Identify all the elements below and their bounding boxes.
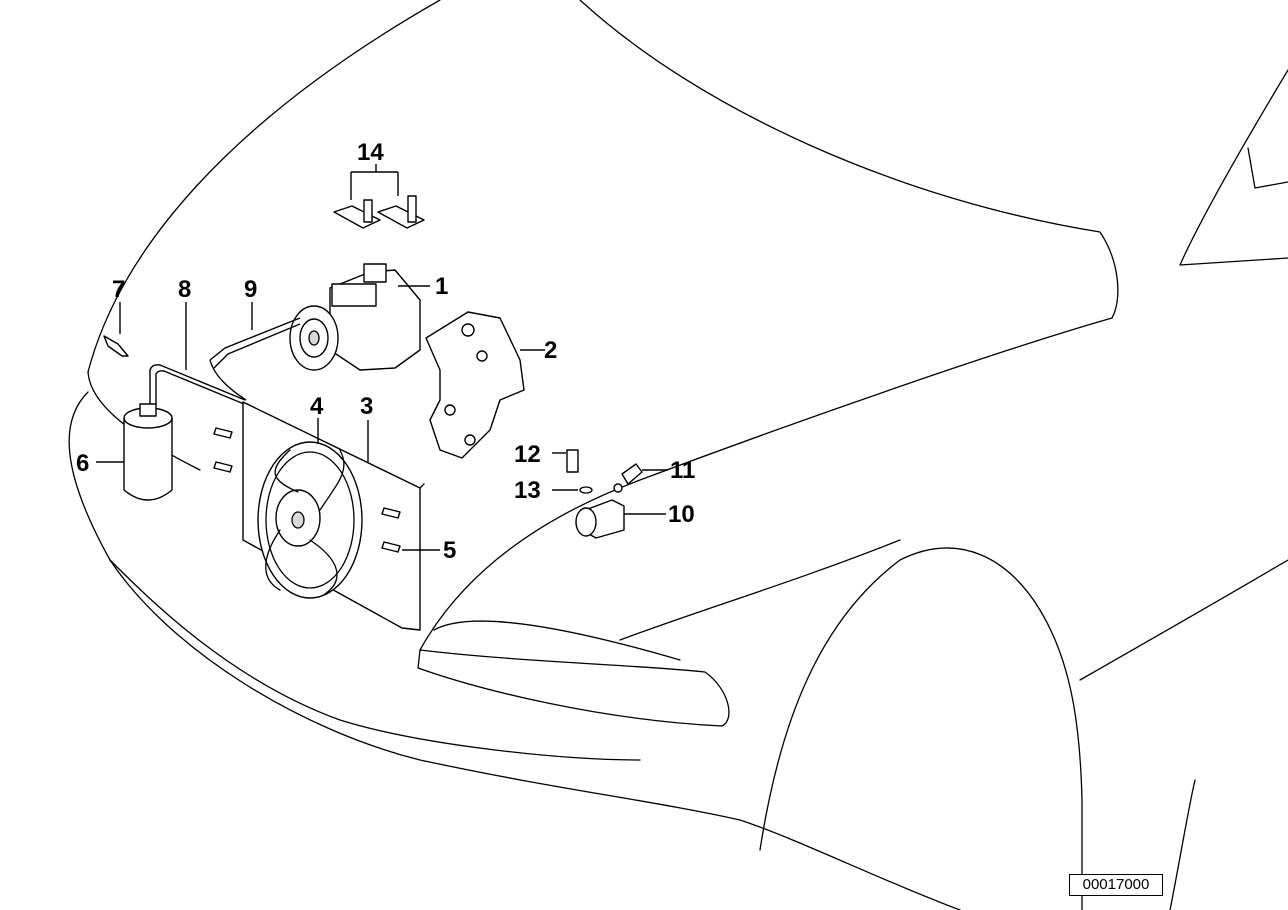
callout-2: 2 [544, 337, 557, 364]
pressure-switch-7 [103, 335, 129, 357]
callout-3: 3 [360, 393, 373, 420]
callout-7: 7 [112, 276, 125, 303]
receiver-drier-6 [123, 403, 173, 501]
expansion-valve-10 [575, 499, 625, 539]
callout-1: 1 [435, 273, 448, 300]
callout-5: 5 [443, 537, 456, 564]
callout-10: 10 [668, 501, 695, 528]
callout-labels: 14 1 2 3 4 5 6 7 8 9 10 11 12 13 [76, 139, 695, 564]
switch-12 [566, 449, 579, 473]
ac-compressor-1 [289, 263, 421, 371]
auxiliary-fan-4 [257, 441, 363, 599]
screws-5 [213, 427, 401, 553]
connector-11 [613, 463, 643, 493]
car-body-outline [68, 0, 1288, 910]
mounting-plate-14 [333, 195, 425, 229]
callout-11: 11 [670, 457, 695, 484]
callout-14: 14 [357, 139, 384, 166]
refrigerant-pipes-8-9 [149, 317, 301, 405]
callout-9: 9 [244, 276, 257, 303]
callout-12: 12 [514, 441, 541, 468]
callout-13: 13 [514, 477, 541, 504]
leader-lines [96, 164, 668, 551]
callout-6: 6 [76, 450, 89, 477]
compressor-bracket-2 [425, 311, 525, 459]
callout-4: 4 [310, 393, 324, 420]
o-ring-13 [579, 486, 593, 494]
callout-8: 8 [178, 276, 191, 303]
reference-number: 00017000 [1069, 874, 1163, 896]
